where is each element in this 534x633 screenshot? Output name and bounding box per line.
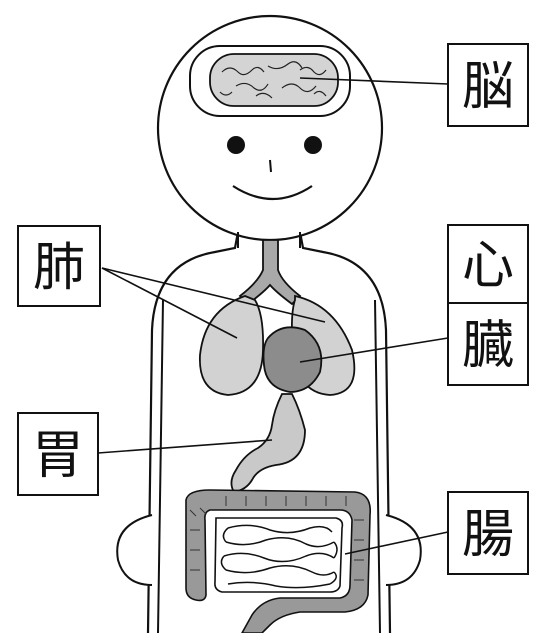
label-intestines: 腸 — [448, 492, 528, 574]
label-lungs-text: 肺 — [33, 238, 85, 298]
label-intestines-text: 腸 — [462, 505, 514, 565]
label-stomach: 胃 — [18, 413, 98, 495]
small-intestine — [215, 518, 343, 592]
label-heart: 心 臓 — [448, 225, 528, 385]
head — [158, 16, 382, 240]
label-heart-text-1: 心 — [462, 236, 514, 296]
label-lungs: 肺 — [18, 226, 100, 306]
left-hand — [117, 515, 152, 585]
left-eye — [227, 136, 245, 154]
label-brain-text: 脳 — [462, 57, 514, 117]
right-eye — [304, 136, 322, 154]
label-heart-text-2: 臓 — [462, 316, 514, 376]
brain-shape — [210, 54, 338, 106]
right-hand — [386, 515, 421, 585]
label-brain: 脳 — [448, 44, 528, 126]
label-stomach-text: 胃 — [32, 426, 84, 486]
nose — [270, 160, 271, 172]
